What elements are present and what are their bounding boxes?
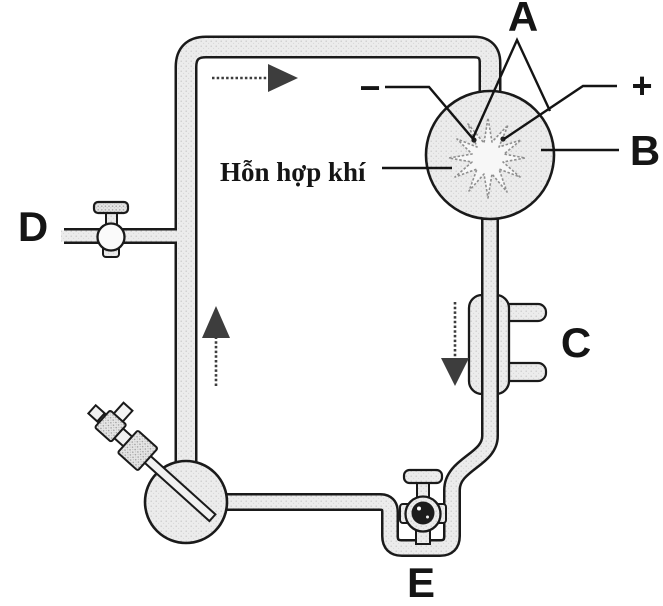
valve-e xyxy=(399,468,447,545)
main-loop-pipe-fill xyxy=(177,38,499,482)
valve-e-ball-glint-2 xyxy=(426,515,429,519)
label-side-stopcock: D xyxy=(18,203,48,250)
label-plus-electrode: + xyxy=(631,65,652,106)
right-pipe-and-trap xyxy=(212,175,499,557)
valve-e-handle xyxy=(402,468,444,485)
annotation-lines xyxy=(382,37,619,170)
valve-e-ball-glint xyxy=(417,506,421,511)
stopcock-d-body xyxy=(96,222,126,252)
label-electrodes: A xyxy=(508,0,538,40)
label-gas-mixture: Hỗn hợp khí xyxy=(220,157,366,187)
label-bottom-valve: E xyxy=(407,559,435,606)
flow-arrow-top xyxy=(212,64,298,92)
flow-arrow-right xyxy=(441,302,469,386)
plus-leader-line xyxy=(503,84,617,140)
main-loop-pipe xyxy=(174,35,502,482)
electrodes-leader-line xyxy=(471,37,552,139)
probe-stopper-large xyxy=(117,430,158,471)
label-minus-electrode: − xyxy=(359,67,380,108)
label-condenser: C xyxy=(561,319,591,366)
minus-leader-line xyxy=(385,85,475,141)
right-pipe-fill xyxy=(212,175,497,555)
flow-arrows xyxy=(202,64,469,386)
spark-burst xyxy=(448,117,526,199)
stopcock-d xyxy=(92,200,130,258)
stopcock-d-handle xyxy=(92,200,130,215)
flow-arrow-left xyxy=(202,306,230,386)
valve-e-ball xyxy=(411,501,435,525)
sampling-probe xyxy=(86,401,217,523)
label-spark-flask: B xyxy=(630,127,660,174)
